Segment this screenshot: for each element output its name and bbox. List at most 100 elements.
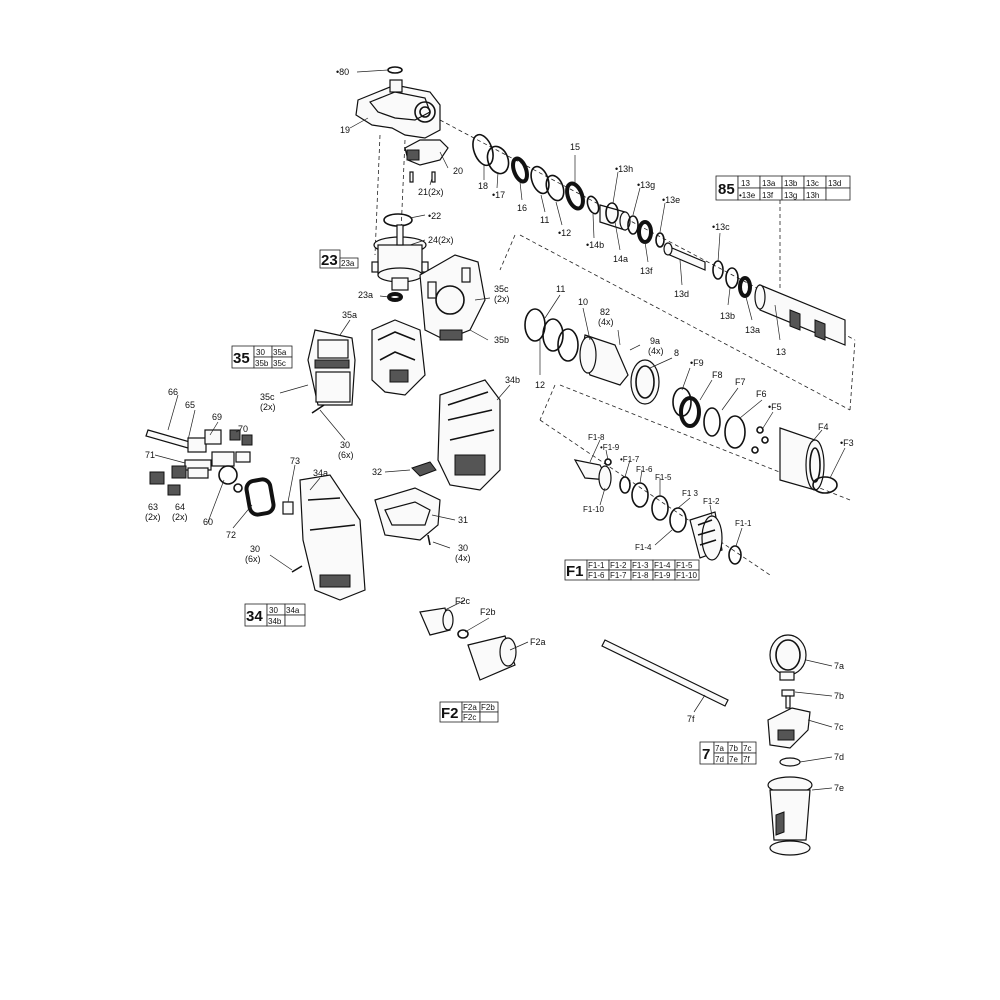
label-71: 71: [145, 450, 155, 460]
label-F1-10: F1-10: [583, 505, 604, 514]
label-F8: F8: [712, 370, 723, 380]
label-34a: 34a: [313, 468, 328, 478]
kit-box-35: 35 30 35a 35b 35c: [231, 345, 293, 369]
kit-box-34: 34 30 34a 34b: [244, 603, 306, 627]
label-15: 15: [570, 142, 580, 152]
label-80: •80: [336, 67, 349, 77]
label-7b: 7b: [834, 691, 844, 701]
kit-F1-cell-1: F1-1: [588, 561, 605, 570]
label-12-b: 12: [535, 380, 545, 390]
label-70: 70: [238, 424, 248, 434]
label-82: 82(4x): [598, 307, 614, 327]
cover-73: [282, 501, 294, 515]
label-F9: •F9: [690, 358, 704, 368]
kit-34-cell-2: 34a: [286, 606, 300, 615]
label-13e: •13e: [662, 195, 680, 205]
kit-F1-cell-3: F1-3: [632, 561, 649, 570]
label-69: 69: [212, 412, 222, 422]
label-60: 60: [203, 517, 213, 527]
motor-housing-35a: [307, 329, 356, 406]
kit-box-7: 7 7a 7b 7c 7d 7e 7f: [699, 741, 757, 765]
label-F3: •F3: [840, 438, 854, 448]
kit-7-main: 7: [702, 746, 710, 763]
chuck-F4: [779, 427, 825, 491]
label-72: 72: [226, 530, 236, 540]
bolt-7b: [781, 689, 795, 709]
label-13a: 13a: [745, 325, 760, 335]
kit-34-cell-1: 30: [269, 606, 278, 615]
brush-holder-35b: [419, 254, 486, 341]
housing-half-34a: [299, 474, 366, 601]
kit-85-cell-2: 13a: [762, 179, 776, 188]
label-18: 18: [478, 181, 488, 191]
label-8: 8: [674, 348, 679, 358]
chuck-F2a: [467, 635, 517, 681]
kit-F2-main: F2: [441, 705, 459, 722]
kit-85-cell-1: 13: [741, 179, 750, 188]
bracket-20: [404, 139, 449, 166]
label-F1-6: F1-6: [636, 465, 653, 474]
kit-35-main: 35: [233, 350, 250, 367]
screws-21: [409, 171, 436, 183]
brush-cap-32: [411, 461, 437, 477]
rings-11-12: [524, 308, 579, 362]
spindle-rings-13f-13g: [627, 215, 665, 248]
grip-7e: [767, 776, 813, 856]
label-13h: •13h: [615, 164, 633, 174]
handle-cover-31: [374, 487, 441, 541]
label-9a: 9a(4x): [648, 336, 664, 356]
washer-23a: [387, 292, 403, 302]
label-F1-7: •F1-7: [620, 455, 640, 464]
label-F1-9: •F1-9: [600, 443, 620, 452]
cable-66: [145, 429, 191, 449]
stator-field: [371, 319, 426, 396]
chuck-sleeve-F1-8: [573, 459, 612, 491]
label-7e: 7e: [834, 783, 844, 793]
label-F1-3: F1 3: [682, 489, 699, 498]
spindle-parts-11-18: [472, 133, 600, 215]
kit-7-cell-2: 7b: [729, 744, 738, 753]
label-F1-8: F1-8: [588, 433, 605, 442]
kit-85-cell-6: •13e: [739, 191, 756, 200]
chuck-body-F1-2: [689, 511, 723, 561]
o-ring-22: [383, 213, 413, 227]
kit-34-cell-3: 34b: [268, 617, 282, 626]
kit-F1-cell-6: F1-6: [588, 571, 605, 580]
label-F2c: F2c: [455, 596, 471, 606]
label-17: •17: [492, 190, 505, 200]
label-16: 16: [517, 203, 527, 213]
ring-F2b: [457, 629, 469, 639]
kit-35-cell-1: 30: [256, 348, 265, 357]
kit-F2-cell-1: F2a: [463, 703, 477, 712]
label-34b: 34b: [505, 375, 520, 385]
label-30-low: 30(4x): [455, 543, 471, 563]
kit-7-cell-5: 7e: [729, 755, 738, 764]
label-35c-top: 35c(2x): [494, 284, 510, 304]
label-13f: 13f: [640, 266, 653, 276]
label-31: 31: [458, 515, 468, 525]
kit-85-main: 85: [718, 181, 735, 198]
sleeve-8: [630, 359, 660, 405]
kit-F1-cell-10: F1-10: [676, 571, 697, 580]
label-11-b: 11: [556, 284, 565, 294]
kit-F1-cell-4: F1-4: [654, 561, 671, 570]
kit-F1-main: F1: [566, 563, 584, 580]
label-7d: 7d: [834, 752, 844, 762]
adapter-F2c: [419, 607, 454, 636]
label-35a: 35a: [342, 310, 357, 320]
kit-F2-cell-3: F2c: [463, 713, 476, 722]
label-F1-1: F1-1: [735, 519, 752, 528]
label-13b: 13b: [720, 311, 735, 321]
gear-housing-19: [355, 66, 441, 139]
balls-F5: [751, 426, 769, 454]
gear-housing-10: [579, 334, 629, 386]
label-64: 64(2x): [172, 502, 188, 522]
label-14b: •14b: [586, 240, 604, 250]
axis-guides: [374, 119, 856, 576]
label-24: 24(2x): [428, 235, 454, 245]
label-32: 32: [372, 467, 382, 477]
label-21: 21(2x): [418, 187, 444, 197]
label-30-mid: 30(6x): [338, 440, 354, 460]
label-13g: •13g: [637, 180, 655, 190]
handle-band-7a: [769, 634, 807, 681]
